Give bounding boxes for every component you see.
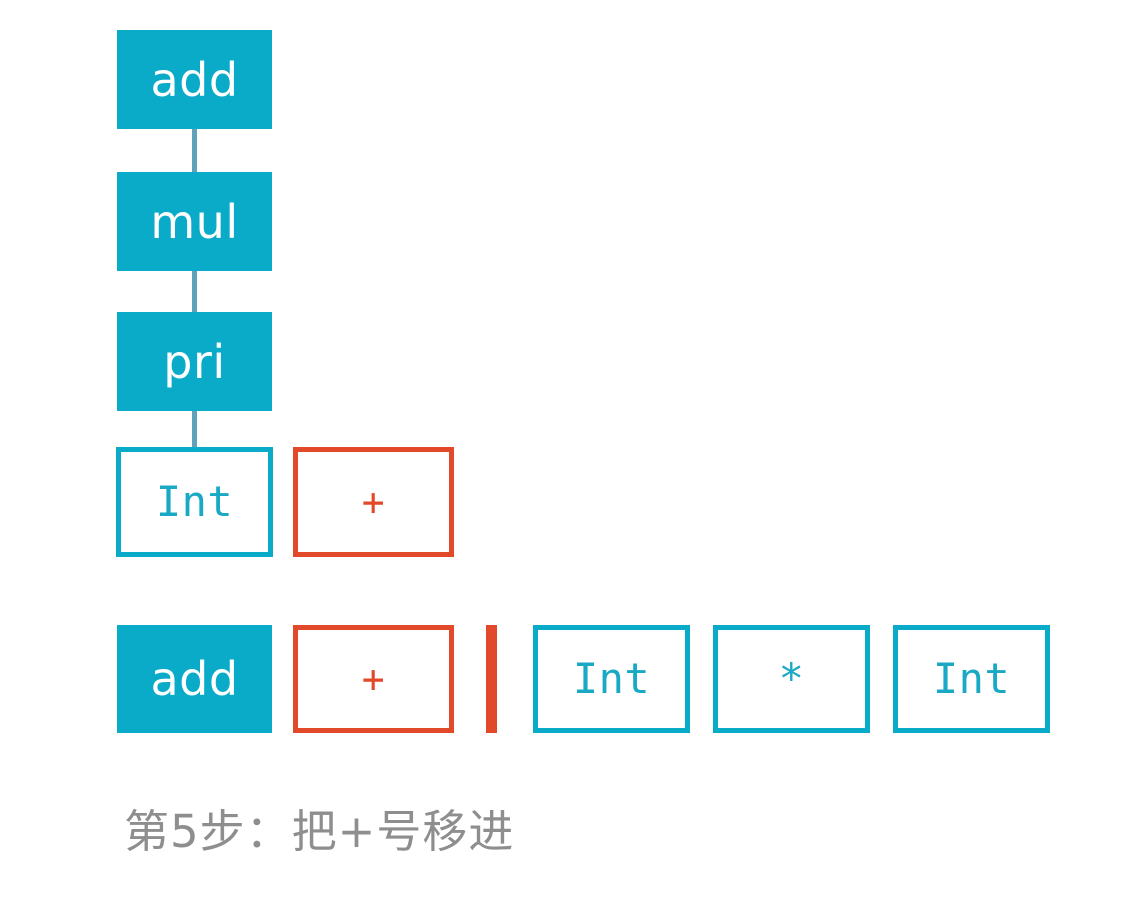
tree-node-pri[interactable]: pri — [117, 312, 272, 411]
tree-node-mul[interactable]: mul — [117, 172, 272, 271]
stream-token-star[interactable]: * — [713, 625, 870, 733]
stream-token-int-1[interactable]: Int — [533, 625, 690, 733]
step-caption: 第5步：把+号移进 — [124, 805, 515, 858]
pending-token-plus[interactable]: + — [293, 447, 454, 557]
connector-add-mul — [192, 60, 197, 205]
stream-token-plus[interactable]: + — [293, 625, 454, 733]
connector-mul-pri — [192, 205, 197, 350]
tree-node-add[interactable]: add — [117, 30, 272, 129]
tree-node-int[interactable]: Int — [116, 447, 273, 557]
stream-cursor-marker — [486, 625, 497, 733]
stream-node-add[interactable]: add — [117, 625, 272, 733]
stream-token-int-2[interactable]: Int — [893, 625, 1050, 733]
